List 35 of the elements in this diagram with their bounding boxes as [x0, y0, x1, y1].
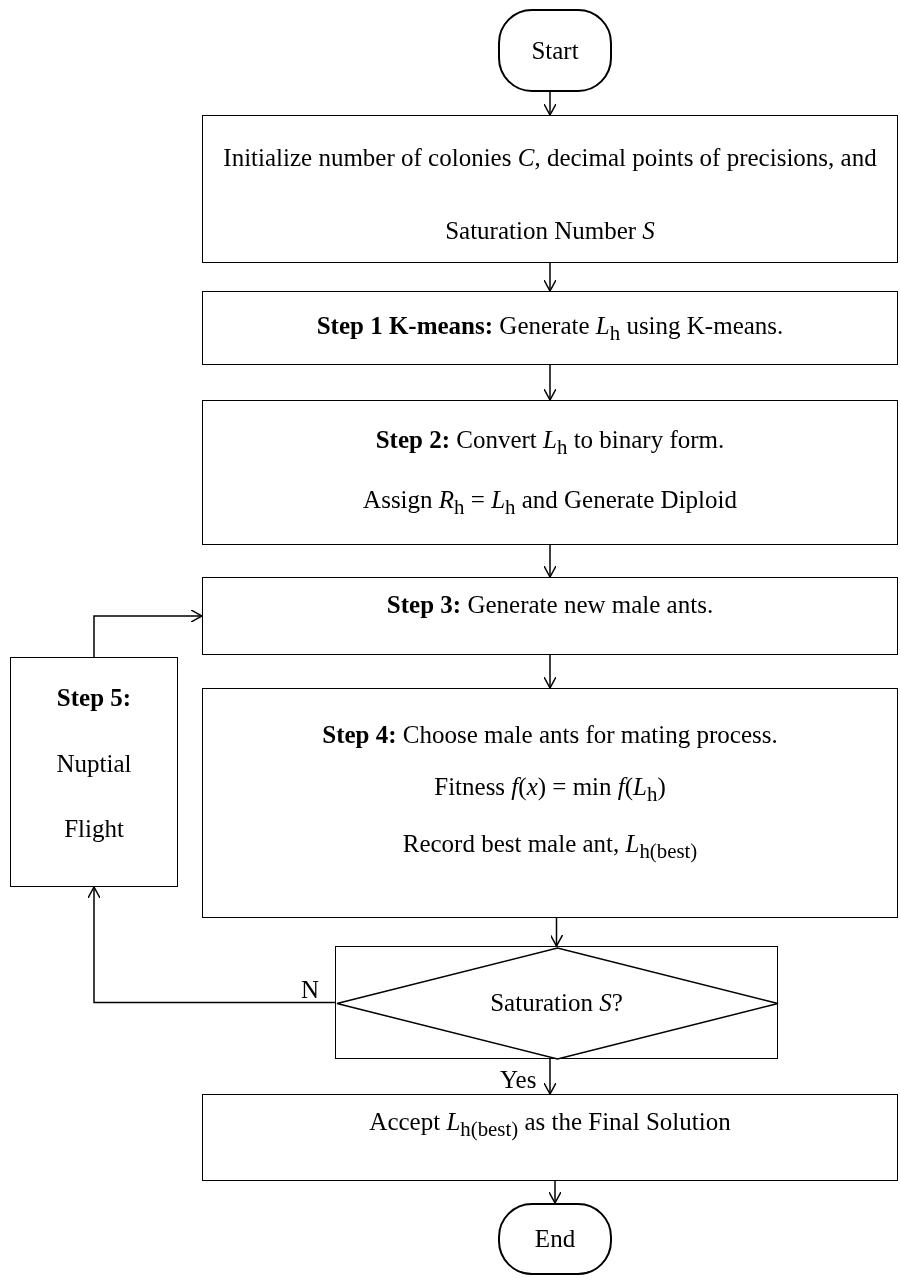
- arrow: [543, 1058, 557, 1095]
- process-box: [202, 291, 898, 365]
- process-box: [202, 688, 898, 918]
- arrow: [93, 609, 203, 658]
- arrow: [543, 262, 557, 292]
- step-text: Record best male ant, L$_{h(best)}$: [402, 829, 698, 865]
- step-text: End: [534, 1224, 576, 1254]
- process-box: [202, 400, 898, 545]
- arrow: [549, 917, 564, 947]
- process-box: [202, 1094, 898, 1181]
- arrow: [548, 1180, 562, 1204]
- step-text: Step 2: Convert L$_{h}$ to binary form.: [375, 425, 725, 461]
- step-text: Step 3: Generate new male ants.: [386, 590, 714, 620]
- arrow: [543, 91, 557, 116]
- terminal-shape: [498, 9, 612, 92]
- edge-label: N: [301, 976, 320, 1002]
- process-box: [202, 115, 898, 263]
- arrow: [87, 886, 336, 1004]
- arrow: [543, 544, 557, 578]
- step-text: Nuptial Flight: [55, 748, 133, 844]
- step-text: Assign R$_{h}$ = L$_{h}$ and Generate Diploid: [363, 484, 737, 520]
- terminal-shape: [498, 1203, 612, 1275]
- decision-diamond: [335, 946, 778, 1059]
- arrow: [543, 654, 557, 689]
- step-text: Initialize number of colonies C, decimal points of precisions, and Saturation Number S: [223, 143, 877, 246]
- step-text: Saturation S?: [490, 987, 623, 1018]
- step-text: Fitness f(x) = min f(L$_{h}$): [434, 772, 666, 807]
- step-text: Step 1 K-means: Generate L$_{h}$ using K-means.: [316, 310, 784, 346]
- process-box: [202, 577, 898, 655]
- process-box: [10, 657, 178, 887]
- step-text: Accept L$_{h(best)}$ as the Final Solution: [369, 1107, 731, 1142]
- step-text: Step 4: Choose male ants for mating process.: [322, 719, 778, 750]
- step-heading: Step 5:: [56, 683, 132, 714]
- arrow: [543, 364, 557, 401]
- step-text: Start: [531, 35, 579, 66]
